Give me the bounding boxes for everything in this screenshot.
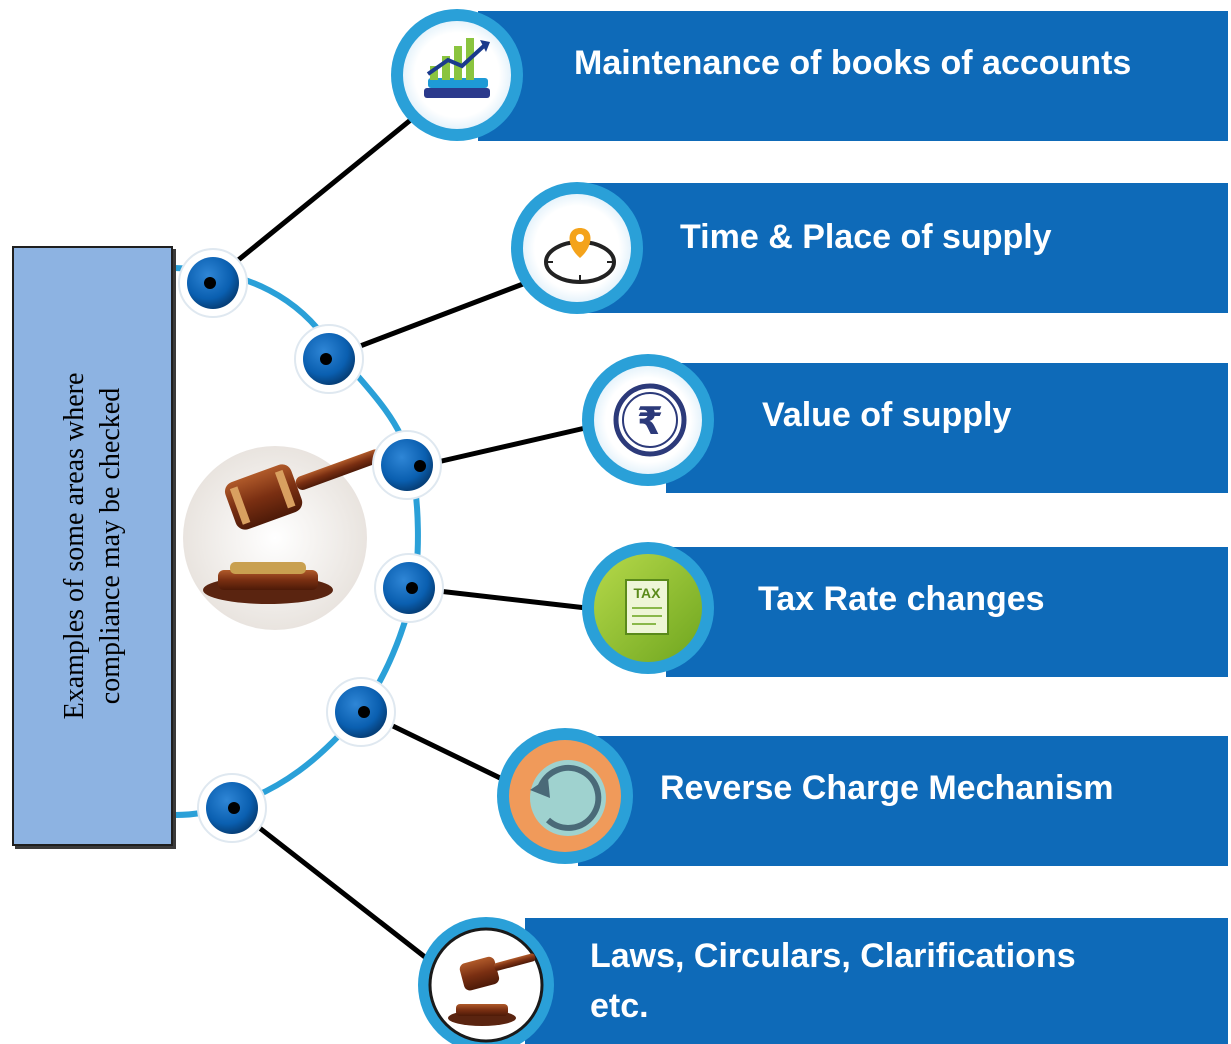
- banner-6: [525, 918, 1228, 1044]
- timeline-nodes: [178, 248, 444, 843]
- banner-4: [666, 547, 1228, 677]
- tax-document-icon: TAX: [582, 542, 714, 674]
- center-gavel-image: [183, 446, 382, 630]
- svg-text:₹: ₹: [637, 399, 663, 443]
- reverse-arrow-icon: [497, 728, 633, 864]
- timeline-node-2: [294, 324, 364, 394]
- banner-label-3: Value of supply: [762, 396, 1012, 434]
- gavel-icon: [418, 917, 554, 1044]
- timeline-node-3: [372, 430, 442, 500]
- svg-text:TAX: TAX: [634, 585, 662, 601]
- timeline-node-5: [326, 677, 396, 747]
- banner-label-6: Laws, Circulars, Clarifications etc.: [590, 934, 1076, 1028]
- side-label-text: Examples of some areas where compliance …: [57, 266, 129, 826]
- banner-1: [478, 11, 1228, 141]
- banner-2: [578, 183, 1228, 313]
- banner-label-6-line-1: Laws, Circulars, Clarifications: [590, 937, 1076, 975]
- rupee-coin-icon: ₹: [582, 354, 714, 486]
- timeline-node-4: [374, 553, 444, 623]
- banner-label-1: Maintenance of books of accounts: [574, 44, 1132, 82]
- banner-label-2: Time & Place of supply: [680, 218, 1052, 256]
- side-label-line-2: compliance may be checked: [94, 387, 126, 705]
- banner-5: [578, 736, 1228, 866]
- banner-3: [666, 363, 1228, 493]
- books-chart-icon: [391, 9, 523, 141]
- side-label-box: Examples of some areas where compliance …: [12, 246, 173, 846]
- timeline-node-1: [178, 248, 248, 318]
- banner-label-6-line-2: etc.: [590, 987, 649, 1025]
- timeline-node-6: [197, 773, 267, 843]
- banner-label-5: Reverse Charge Mechanism: [660, 769, 1114, 807]
- clock-location-pin-icon: [511, 182, 643, 314]
- side-label-line-1: Examples of some areas where: [58, 372, 90, 720]
- banner-label-4: Tax Rate changes: [758, 580, 1045, 618]
